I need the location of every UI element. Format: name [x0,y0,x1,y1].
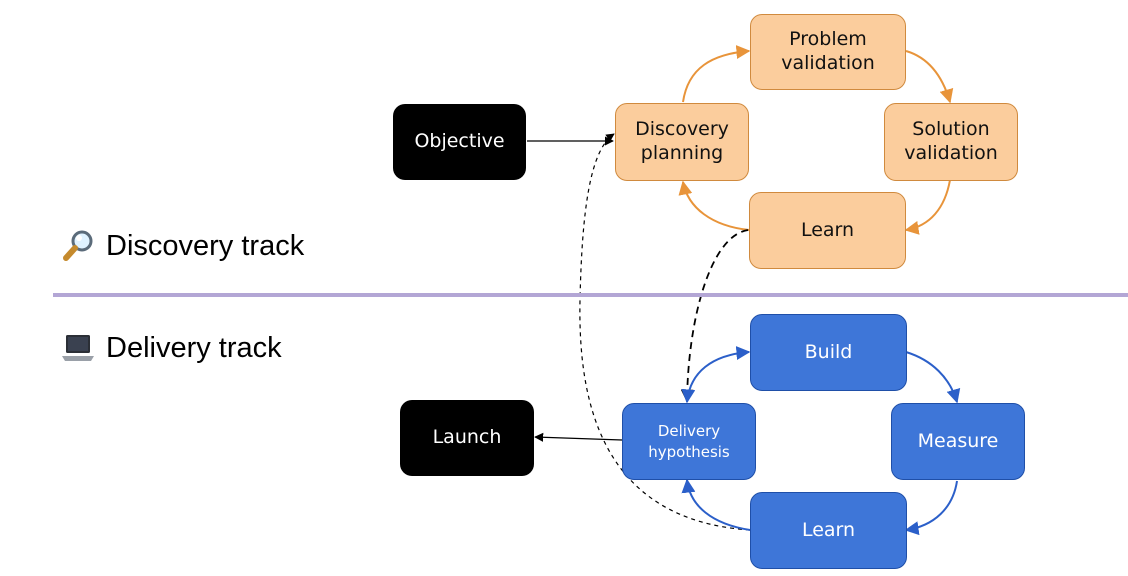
node-build: Build [750,314,907,391]
magnifier-icon [63,230,93,261]
track-divider [53,293,1128,297]
edge-measure-to-learn [904,480,958,536]
delivery-track-text: Delivery track [106,331,282,364]
node-delivery-learn: Learn [750,492,907,569]
node-discovery-learn: Learn [749,192,906,269]
edge-delivery-hypothesis-to-build [681,346,751,404]
edge-learn-to-discovery-planning [678,180,750,231]
edge-discovery-planning-to-problem-validation [682,45,751,103]
discovery-track-label: Discovery track [60,228,304,264]
node-problem-validation: Problem validation [750,14,906,90]
delivery-track-label: Delivery track [60,330,282,366]
edge-delivery-hypothesis-to-launch [534,432,623,442]
edge-problem-validation-to-solution-validation [905,50,954,104]
edge-solution-validation-to-learn [904,179,951,235]
node-solution-validation: Solution validation [884,103,1018,181]
node-objective: Objective [393,104,526,180]
discovery-track-text: Discovery track [106,229,305,262]
node-measure: Measure [891,403,1025,480]
node-launch: Launch [400,400,534,476]
edge-learn-to-delivery-hypothesis [681,478,751,531]
node-delivery-hypothesis: Delivery hypothesis [622,403,756,480]
laptop-icon [62,335,94,361]
node-discovery-planning: Discovery planning [615,103,749,181]
edge-build-to-measure [905,351,961,404]
edge-delivery-learn-to-discovery-planning [579,133,751,531]
